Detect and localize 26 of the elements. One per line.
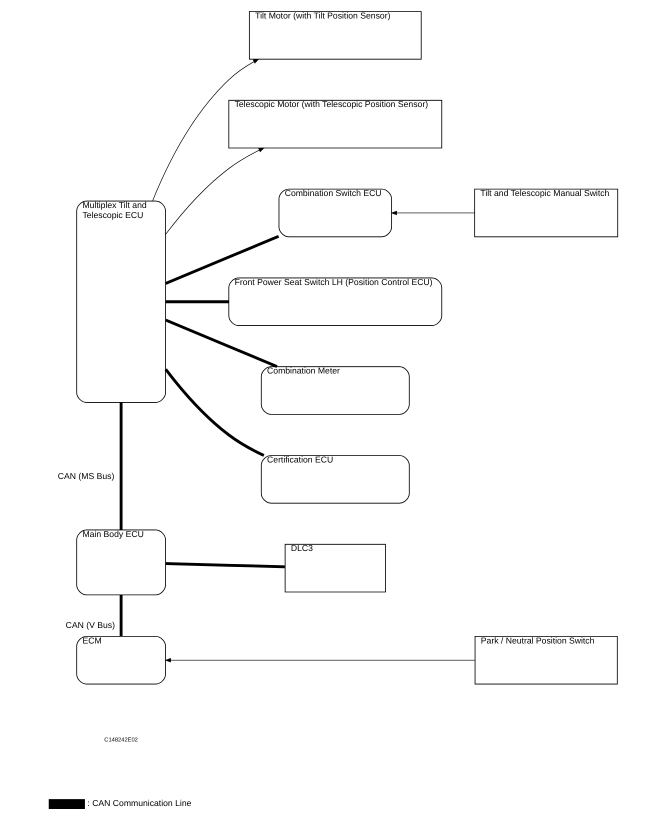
node-box: Tilt and Telescopic Manual Switch [474, 188, 618, 238]
node-box: Combination Switch ECU [278, 188, 392, 238]
arrow [164, 148, 264, 235]
node-box: DLC3 [284, 544, 386, 592]
node-box: Certification ECU [260, 455, 410, 504]
node-box: Park / Neutral Position Switch [474, 636, 618, 684]
arrow [152, 58, 259, 202]
connector [119, 594, 122, 636]
connector [119, 402, 122, 530]
connector [165, 300, 228, 304]
edge-label: CAN (V Bus) [65, 620, 114, 630]
connector [165, 562, 284, 568]
node-box: Multiplex Tilt and Telescopic ECU [76, 200, 166, 403]
edge-label: CAN (MS Bus) [57, 470, 114, 481]
connector [164, 318, 278, 368]
node-box: Main Body ECU [76, 530, 166, 596]
arrow [390, 210, 474, 216]
node-box: Combination Meter [260, 366, 410, 415]
legend-label: : CAN Communication Line [86, 798, 191, 808]
connector [164, 368, 264, 457]
node-box: Tilt Motor (with Tilt Position Sensor) [248, 11, 422, 60]
node-box: ECM [76, 636, 166, 684]
arrow [164, 658, 475, 662]
node-box: Telescopic Motor (with Telescopic Position Sensor) [228, 100, 442, 148]
connector [164, 234, 279, 285]
node-box: Front Power Seat Switch LH (Position Control ECU) [228, 278, 442, 326]
